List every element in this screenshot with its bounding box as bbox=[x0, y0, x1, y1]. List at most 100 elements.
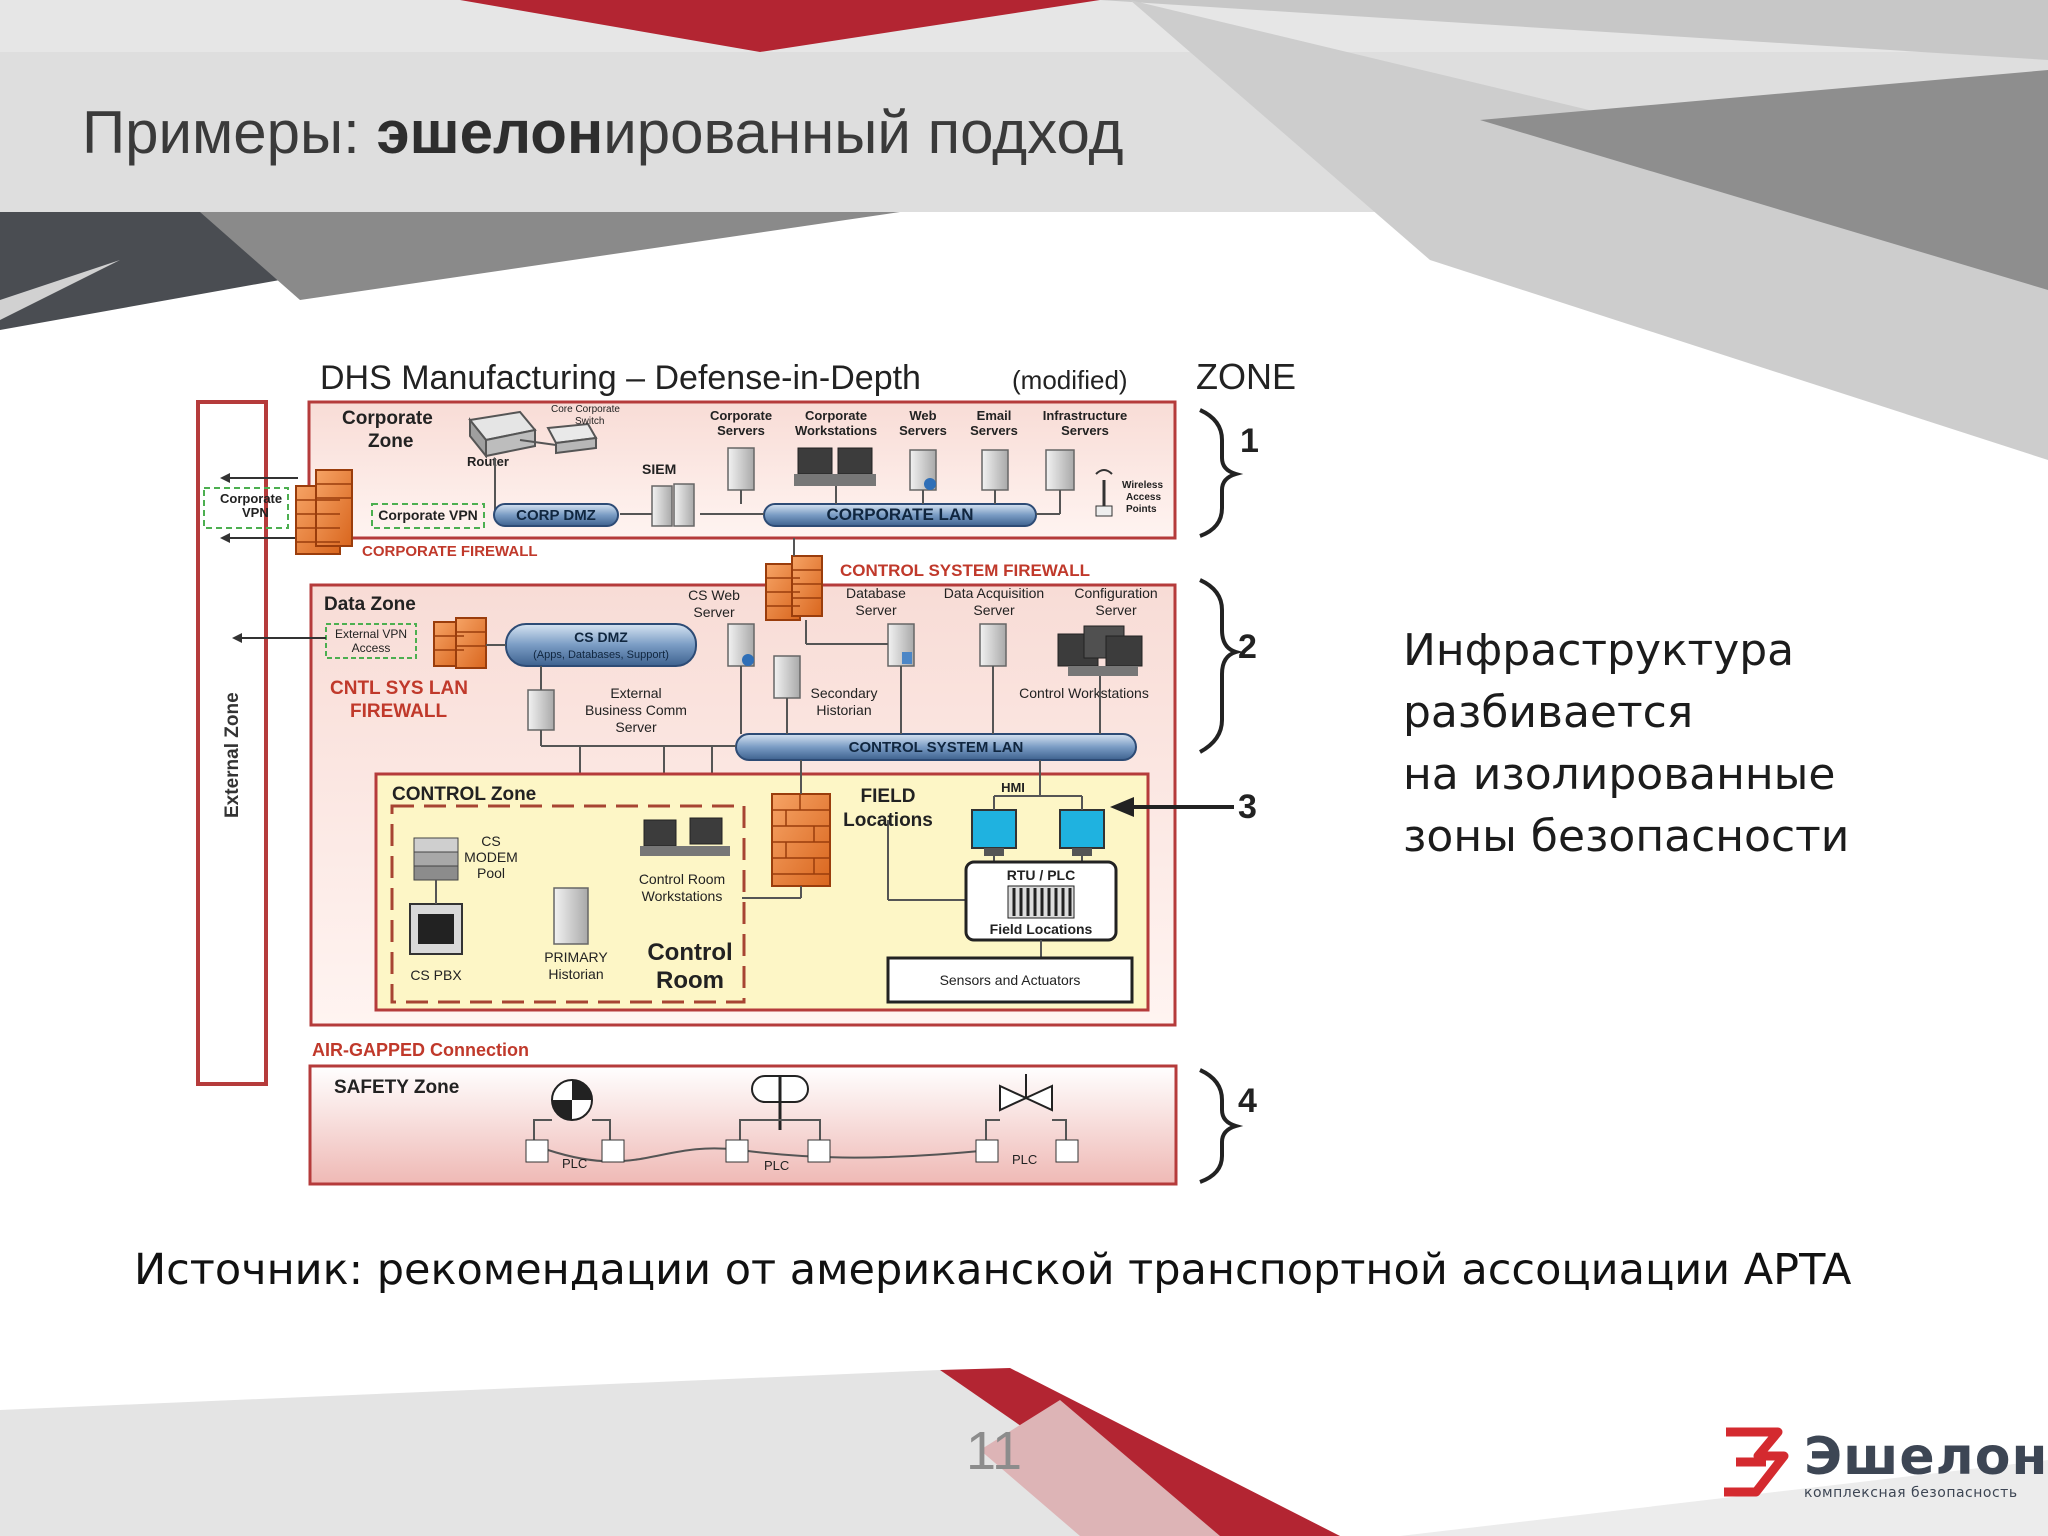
control-room-label-1: Control bbox=[647, 939, 732, 966]
secondary-historian-server-icon bbox=[773, 655, 801, 699]
control-system-lan-label: CONTROL SYSTEM LAN bbox=[849, 739, 1024, 756]
side-text: Инфраструктура разбивается на изолирован… bbox=[1403, 620, 1849, 868]
corporate-firewall-icon bbox=[295, 469, 353, 555]
wireless-label-2: Access bbox=[1126, 492, 1161, 503]
secondary-historian-label-2: Historian bbox=[816, 702, 871, 718]
cs-modem-pool-icon bbox=[413, 837, 459, 881]
router-label: Router bbox=[467, 454, 509, 469]
corporate-zone-label-2: Zone bbox=[368, 431, 413, 452]
secondary-historian-label-1: Secondary bbox=[811, 685, 878, 701]
side-text-line-4: зоны безопасности bbox=[1403, 811, 1850, 862]
database-label-2: Server bbox=[855, 602, 897, 618]
zone-2-number: 2 bbox=[1238, 628, 1257, 666]
siem-label: SIEM bbox=[642, 461, 676, 477]
title-suffix: ированный подход bbox=[603, 99, 1124, 166]
side-text-line-2: разбивается bbox=[1403, 687, 1694, 738]
cs-modem-label-2: MODEM bbox=[464, 849, 518, 865]
cntl-sys-lan-label-1: CNTL SYS LAN bbox=[330, 678, 468, 699]
side-text-line-1: Инфраструктура bbox=[1403, 625, 1795, 676]
router-icon bbox=[468, 410, 537, 459]
corp-dmz-label: CORP DMZ bbox=[516, 507, 596, 524]
plc-rack-icon bbox=[1007, 885, 1075, 919]
control-zone-label: CONTROL Zone bbox=[392, 784, 536, 805]
plc-label-2: PLC bbox=[764, 1158, 789, 1173]
air-gapped-label: AIR-GAPPED Connection bbox=[312, 1040, 529, 1060]
wireless-label-1: Wireless bbox=[1122, 480, 1163, 491]
echelon-logo-icon bbox=[1724, 1427, 1789, 1497]
sensors-actuators-box bbox=[886, 956, 1134, 1004]
cntl-sys-lan-label-2: FIREWALL bbox=[350, 701, 447, 722]
control-room-workstations-icon bbox=[640, 817, 730, 856]
cs-modem-label-3: Pool bbox=[477, 865, 505, 881]
primary-historian-label-1: PRIMARY bbox=[544, 949, 608, 965]
configuration-label-2: Server bbox=[1095, 602, 1137, 618]
web-server-icon bbox=[909, 449, 937, 491]
corp-ws-label-1: Corporate bbox=[805, 408, 867, 423]
plc-label-1: PLC bbox=[562, 1156, 587, 1171]
corporate-vpn-dashed-box bbox=[203, 487, 289, 529]
email-servers-label-1: Email bbox=[977, 408, 1012, 423]
corporate-zone-label-1: Corporate bbox=[342, 408, 433, 429]
external-vpn-box bbox=[325, 623, 417, 659]
control-workstations-label: Control Workstations bbox=[1019, 685, 1149, 701]
email-server-icon bbox=[981, 449, 1009, 491]
zone-4-bracket bbox=[1199, 1068, 1244, 1184]
diagram-title-note: (modified) bbox=[1012, 365, 1128, 395]
corporate-vpn-left-1: Corporate bbox=[220, 491, 282, 506]
corporate-vpn-left-2: VPN bbox=[242, 505, 269, 520]
corp-servers-label-1: Corporate bbox=[710, 408, 772, 423]
core-switch-icon bbox=[546, 422, 598, 455]
logo-wordmark: Эшелон bbox=[1804, 1427, 2048, 1487]
infrastructure-server-icon bbox=[1045, 449, 1075, 491]
control-room-ws-label-1: Control Room bbox=[639, 871, 725, 887]
external-vpn-label-2: Access bbox=[352, 641, 391, 655]
cs-pbx-label: CS PBX bbox=[410, 967, 462, 983]
cs-modem-label-1: CS bbox=[481, 833, 500, 849]
source-caption: Источник: рекомендации от американской т… bbox=[134, 1245, 1852, 1295]
core-switch-label-2: Switch bbox=[575, 416, 604, 427]
corporate-firewall-label: CORPORATE FIREWALL bbox=[362, 543, 538, 560]
control-room-ws-label-2: Workstations bbox=[642, 888, 723, 904]
external-business-comm-label-2: Business Comm bbox=[585, 702, 687, 718]
data-zone-label: Data Zone bbox=[324, 594, 416, 615]
external-vpn-label-1: External VPN bbox=[335, 627, 407, 641]
cs-dmz-label: CS DMZ bbox=[574, 629, 628, 645]
plc-label-3: PLC bbox=[1012, 1152, 1037, 1167]
slide-title: Примеры: эшелонированный подход bbox=[82, 98, 1124, 167]
zone-2-bracket bbox=[1199, 578, 1244, 754]
external-business-comm-label-3: Server bbox=[615, 719, 657, 735]
sensors-actuators-label: Sensors and Actuators bbox=[940, 972, 1081, 988]
corp-servers-label-2: Servers bbox=[717, 423, 765, 438]
safety-device-2-icon bbox=[725, 1075, 831, 1163]
wireless-access-point-icon bbox=[1095, 469, 1113, 517]
hmi-label: HMI bbox=[1001, 780, 1025, 795]
primary-historian-icon bbox=[553, 887, 589, 945]
field-locations-label-1: FIELD bbox=[861, 786, 916, 807]
field-firewall-icon bbox=[771, 793, 831, 887]
zone-1-number: 1 bbox=[1240, 422, 1259, 460]
title-bold: эшелон bbox=[376, 99, 604, 166]
cs-pbx-icon bbox=[409, 903, 463, 955]
safety-valve-icon bbox=[975, 1074, 1079, 1163]
cntl-sys-lan-firewall-icon bbox=[433, 617, 487, 669]
email-servers-label-2: Servers bbox=[970, 423, 1018, 438]
data-acquisition-server-icon bbox=[979, 623, 1007, 667]
title-prefix: Примеры: bbox=[82, 99, 377, 166]
web-servers-label-1: Web bbox=[909, 408, 936, 423]
corporate-vpn-label: Corporate VPN bbox=[378, 507, 478, 523]
infra-servers-label-1: Infrastructure bbox=[1043, 408, 1128, 423]
wireless-label-3: Points bbox=[1126, 504, 1157, 515]
external-business-comm-server-icon bbox=[527, 689, 555, 731]
core-switch-label-1: Core Corporate bbox=[551, 404, 620, 415]
primary-historian-label-2: Historian bbox=[548, 966, 603, 982]
zone-3-number: 3 bbox=[1238, 788, 1257, 826]
zone-header: ZONE bbox=[1196, 356, 1296, 397]
control-system-firewall-icon bbox=[765, 555, 823, 621]
corp-dmz-pipe bbox=[493, 503, 619, 527]
corporate-workstation-icon bbox=[794, 447, 876, 486]
corp-ws-label-2: Workstations bbox=[795, 423, 877, 438]
web-servers-label-2: Servers bbox=[899, 423, 947, 438]
